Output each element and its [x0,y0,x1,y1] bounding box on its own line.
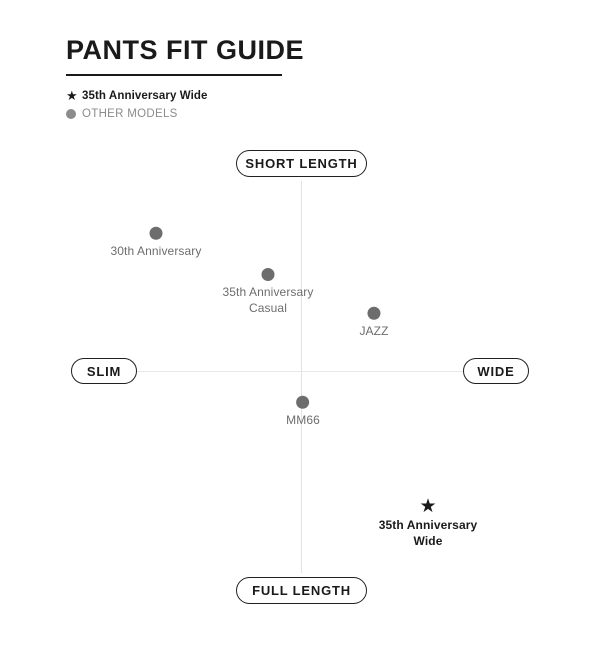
data-point-label: 35th Anniversary Wide [378,518,478,548]
legend-item-label: OTHER MODELS [82,108,178,120]
circle-dot-icon [367,306,381,320]
axis-label-wide: WIDE [463,358,529,384]
circle-dot-icon [296,395,310,409]
vertical-axis-line [300,181,302,573]
circle-dot-icon [149,226,163,240]
legend: ★ 35th Anniversary Wide OTHER MODELS [66,88,366,124]
data-point-label: MM66 [286,412,320,427]
data-point-35th-anniversary-casual: 35th Anniversary Casual [223,268,314,316]
data-point-jazz: JAZZ [359,306,389,340]
star-icon: ★ [419,496,437,517]
title-underline [66,74,282,76]
data-point-30th-anniversary: 30th Anniversary [110,226,202,260]
legend-item-anniversary-wide: ★ 35th Anniversary Wide [66,88,366,104]
star-icon: ★ [66,88,78,103]
data-point-label: 35th Anniversary Casual [222,285,314,315]
page-title: PANTS FIT GUIDE [66,35,305,65]
circle-dot-icon [66,106,82,122]
data-point-mm66: MM66 [286,395,320,429]
legend-item-label: 35th Anniversary Wide [82,90,208,102]
data-point-label: JAZZ [359,323,389,338]
horizontal-axis-line [136,370,465,372]
circle-dot-icon [261,268,275,281]
axis-label-short-length: SHORT LENGTH [236,150,367,177]
legend-item-other-models: OTHER MODELS [66,106,366,122]
title-block: PANTS FIT GUIDE [66,35,466,65]
data-point-label: 30th Anniversary [110,243,202,258]
data-point-35th-anniversary-wide: ★ 35th Anniversary Wide [378,496,478,549]
axis-label-slim: SLIM [71,358,137,384]
axis-label-full-length: FULL LENGTH [236,577,367,604]
